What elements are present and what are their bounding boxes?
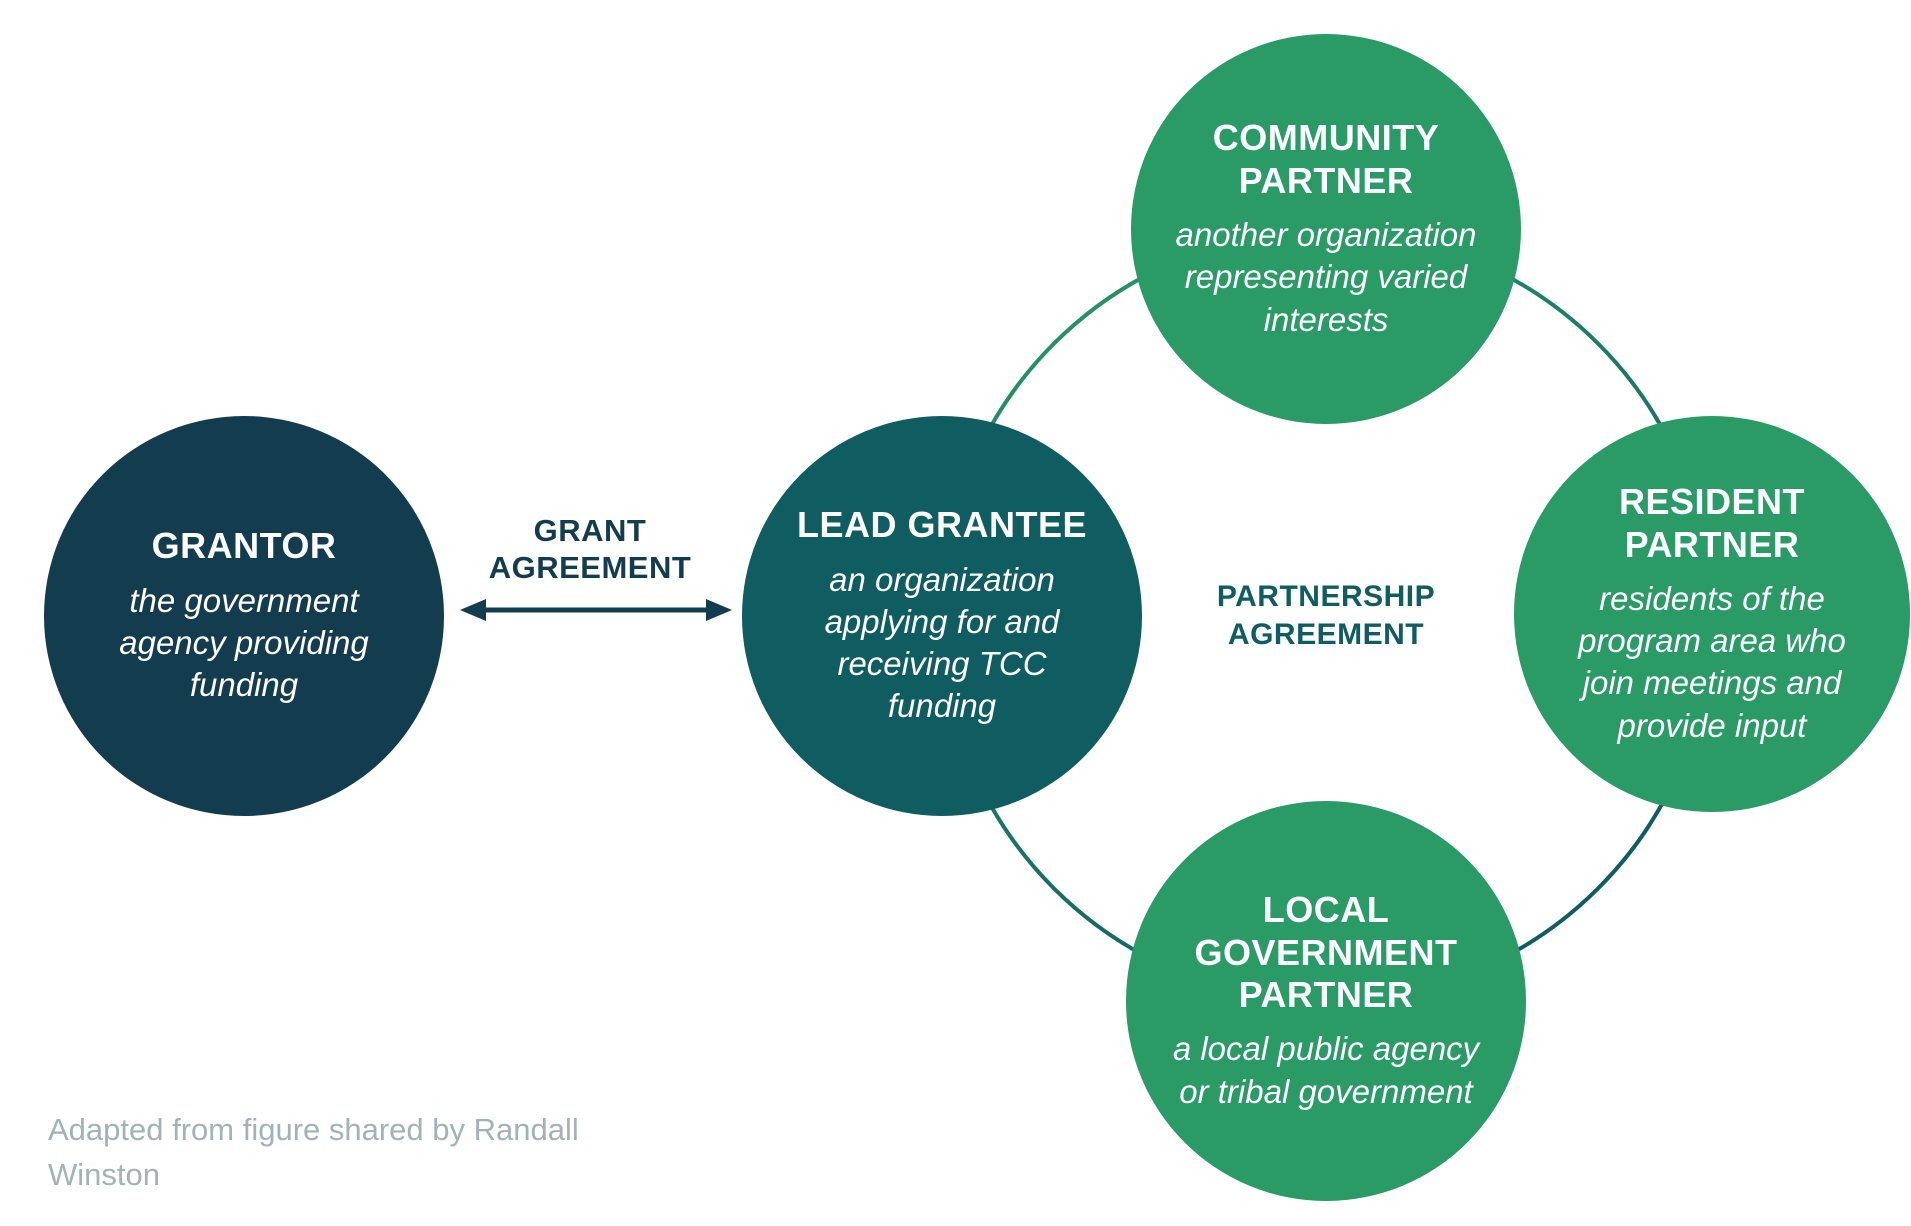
lead-grantee-circle: LEAD GRANTEE an organization applying fo… <box>742 416 1142 816</box>
grantor-circle: GRANTOR the government agency providing … <box>44 416 444 816</box>
local-government-partner-description: a local public agency or tribal governme… <box>1172 1030 1480 1110</box>
grant-agreement-label: GRANT AGREEMENT <box>488 513 692 586</box>
lead-grantee-description: an organization applying for and receivi… <box>824 560 1060 725</box>
community-partner-title: COMMUNITY PARTNER <box>1212 117 1440 201</box>
grantor-description: the government agency providing funding <box>119 581 369 704</box>
community-partner-description: another organization representing varied… <box>1175 216 1477 338</box>
lead-grantee-title: LEAD GRANTEE <box>796 504 1087 546</box>
attribution-caption: Adapted from figure shared by Randall Wi… <box>48 1112 579 1192</box>
resident-partner-circle: RESIDENT PARTNER residents of the progra… <box>1514 416 1910 812</box>
community-partner-circle: COMMUNITY PARTNER another organization r… <box>1131 34 1521 424</box>
local-government-partner-circle: LOCAL GOVERNMENT PARTNER a local public … <box>1126 801 1526 1201</box>
resident-partner-description: residents of the program area who join m… <box>1578 580 1846 744</box>
resident-partner-title: RESIDENT PARTNER <box>1618 481 1806 565</box>
partnership-agreement-label: PARTNERSHIP AGREEMENT <box>1216 580 1436 651</box>
grant-agreement-arrow <box>460 599 732 621</box>
local-government-partner-title: LOCAL GOVERNMENT PARTNER <box>1194 889 1458 1015</box>
grantor-title: GRANTOR <box>151 525 337 567</box>
